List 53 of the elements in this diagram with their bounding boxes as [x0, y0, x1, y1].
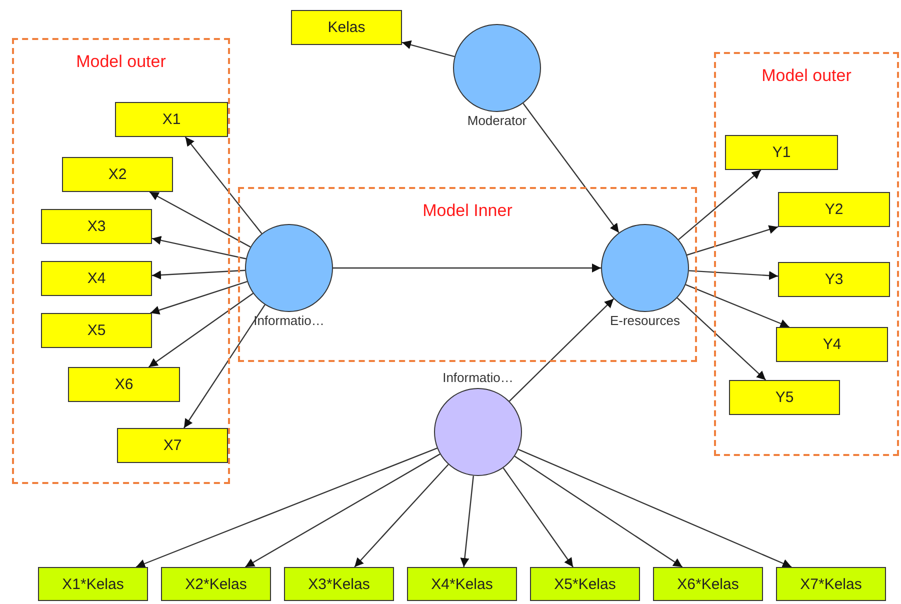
- arrow: [686, 225, 778, 256]
- indicator-box: X7: [117, 428, 228, 463]
- arrow: [333, 264, 601, 272]
- indicator-box: Y3: [778, 262, 890, 297]
- construct-label: E-resources: [608, 313, 682, 328]
- arrow: [502, 468, 574, 568]
- indicator-box: X7*Kelas: [776, 567, 886, 601]
- indicator-box: X4: [41, 261, 152, 296]
- model-group-frame: [238, 187, 697, 362]
- indicator-box: X1*Kelas: [38, 567, 148, 601]
- indicator-box: Y1: [725, 135, 838, 170]
- indicator-box: Y4: [776, 327, 888, 362]
- indicator-box: Y2: [778, 192, 890, 227]
- indicator-box: X5*Kelas: [530, 567, 640, 601]
- arrow: [402, 40, 455, 58]
- indicator-box: X5: [41, 313, 152, 348]
- indicator-box: X3*Kelas: [284, 567, 394, 601]
- construct-label: Informatio…: [252, 313, 326, 328]
- arrow: [148, 292, 254, 368]
- group-title: Model outer: [760, 66, 852, 86]
- arrow: [522, 103, 620, 233]
- arrow: [150, 281, 248, 314]
- indicator-box: X4*Kelas: [407, 567, 517, 601]
- arrow: [688, 270, 778, 280]
- arrow: [136, 448, 438, 568]
- group-title: Model outer: [75, 52, 167, 72]
- indicator-box: Y5: [729, 380, 840, 415]
- indicator-box: X2: [62, 157, 173, 192]
- indicator-box: X6: [68, 367, 180, 402]
- indicator-box: X3: [41, 209, 152, 244]
- arrow: [152, 236, 246, 260]
- construct-label: Moderator: [466, 113, 528, 128]
- indicator-box: X6*Kelas: [653, 567, 763, 601]
- arrow: [354, 464, 449, 568]
- indicator-box: Kelas: [291, 10, 402, 45]
- group-title: Model Inner: [422, 201, 514, 221]
- arrow: [518, 448, 792, 568]
- indicator-box: X2*Kelas: [161, 567, 271, 601]
- arrow: [183, 304, 266, 428]
- arrow: [245, 454, 440, 568]
- arrow: [508, 298, 614, 402]
- arrow: [184, 136, 262, 234]
- indicator-box: X1: [115, 102, 228, 137]
- model-group-frame: [714, 52, 899, 456]
- arrow: [460, 476, 474, 568]
- arrow: [686, 284, 790, 328]
- construct-label: Informatio…: [442, 370, 514, 385]
- model-group-frame: [12, 38, 230, 484]
- arrow: [149, 191, 251, 248]
- arrow: [678, 170, 762, 240]
- arrow: [152, 270, 246, 280]
- arrow: [514, 456, 683, 568]
- arrow: [676, 298, 766, 380]
